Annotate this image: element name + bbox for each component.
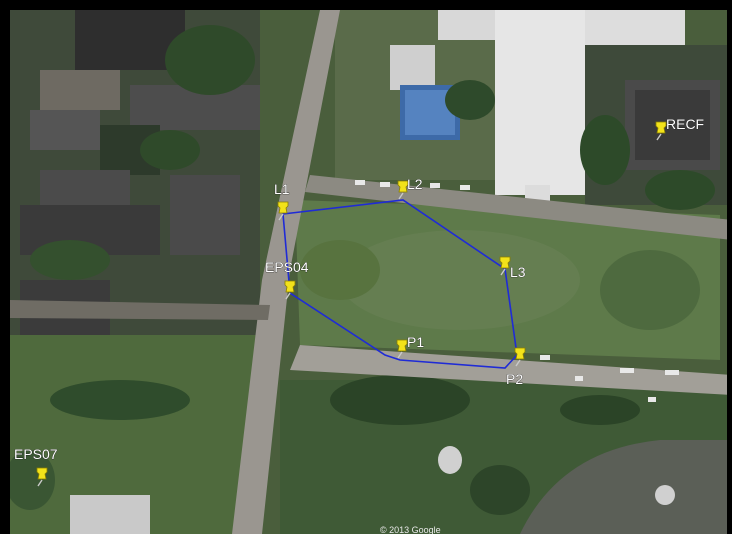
marker-eps07[interactable]: EPS07 (14, 446, 58, 487)
marker-label: EPS04 (265, 259, 309, 275)
buildings-left (10, 10, 260, 340)
pushpin-icon (655, 121, 667, 141)
vehicles (355, 180, 679, 402)
marker-label: RECF (666, 116, 704, 132)
frame-left (0, 0, 10, 534)
lower-right (280, 375, 732, 534)
buildings-right (580, 45, 732, 210)
marker-l1[interactable]: L1 (274, 181, 290, 221)
frame-right (727, 0, 732, 534)
marker-p1[interactable]: P1 (396, 334, 425, 359)
pushpin-icon (514, 347, 526, 367)
marker-label: P1 (407, 334, 424, 350)
marker-label: L3 (510, 264, 526, 280)
pushpin-icon (284, 280, 296, 300)
greenery-lower-left (5, 335, 260, 534)
pushpin-icon (396, 339, 408, 359)
marker-recf[interactable]: RECF (655, 116, 704, 141)
roads (10, 10, 732, 534)
marker-label: L1 (274, 181, 290, 197)
pushpin-icon (277, 201, 289, 221)
pushpin-icon (499, 256, 511, 276)
marker-label: P2 (506, 371, 523, 387)
marker-label: EPS07 (14, 446, 58, 462)
marker-l2[interactable]: L2 (397, 176, 423, 200)
pushpin-icon (397, 180, 409, 200)
map-copyright: © 2013 Google (380, 525, 441, 534)
marker-label: L2 (407, 176, 423, 192)
marker-l3[interactable]: L3 (499, 256, 526, 280)
study-area-boundary (282, 199, 518, 369)
marker-p2[interactable]: P2 (506, 347, 526, 387)
pushpin-icon (36, 467, 48, 487)
frame-top (0, 0, 732, 10)
upper-center (335, 10, 685, 210)
marker-eps04[interactable]: EPS04 (265, 259, 309, 300)
central-field (295, 200, 720, 360)
